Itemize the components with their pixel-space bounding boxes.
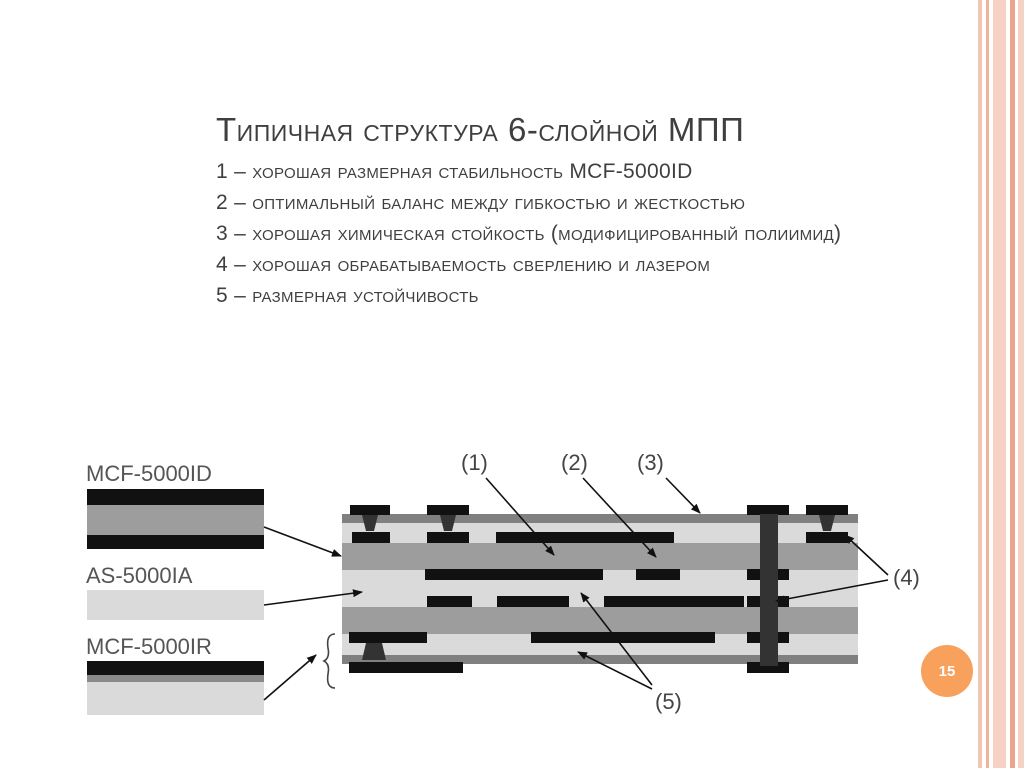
material-label-mcf-5000ir: MCF-5000IR: [86, 634, 212, 659]
list-item-3: 3 – хорошая химическая стойкость (модифи…: [216, 222, 842, 245]
callout-5: (5): [655, 689, 682, 714]
callout-4: (4): [893, 565, 920, 590]
callout-2: (2): [561, 450, 588, 475]
diagram-arrows: [263, 477, 889, 701]
material-label-as-5000ia: AS-5000IA: [86, 563, 193, 588]
slide-title: Типичная структура 6-слойной МПП: [216, 111, 745, 148]
decor-stripe-2: [986, 0, 989, 768]
list-item-2: 2 – оптимальный баланс между гибкостью и…: [216, 191, 746, 214]
list-item-5: 5 – размерная устойчивость: [216, 284, 479, 307]
decor-stripe-3: [993, 0, 1006, 768]
decor-stripe-4: [1010, 0, 1015, 768]
list-item-4: 4 – хорошая обрабатываемость сверлению и…: [216, 253, 711, 276]
callout-3: (3): [637, 450, 664, 475]
material-label-mcf-5000id: MCF-5000ID: [86, 461, 212, 486]
decor-stripe-1: [978, 0, 982, 768]
page-number-badge: 15: [921, 645, 973, 697]
slide-text-block: Типичная структура 6-слойной МПП 1 – хор…: [216, 108, 936, 311]
board-cross-section: [342, 505, 858, 673]
decor-stripe-5: [1018, 0, 1024, 768]
swatch-mcf-5000ir: [87, 661, 264, 715]
callout-1: (1): [461, 450, 488, 475]
swatch-as-5000ia: [87, 590, 264, 620]
swatch-mcf-5000id: [87, 489, 264, 549]
brace-mark: [322, 633, 336, 689]
list-item-1: 1 – хорошая размерная стабильность MCF-5…: [216, 160, 693, 183]
